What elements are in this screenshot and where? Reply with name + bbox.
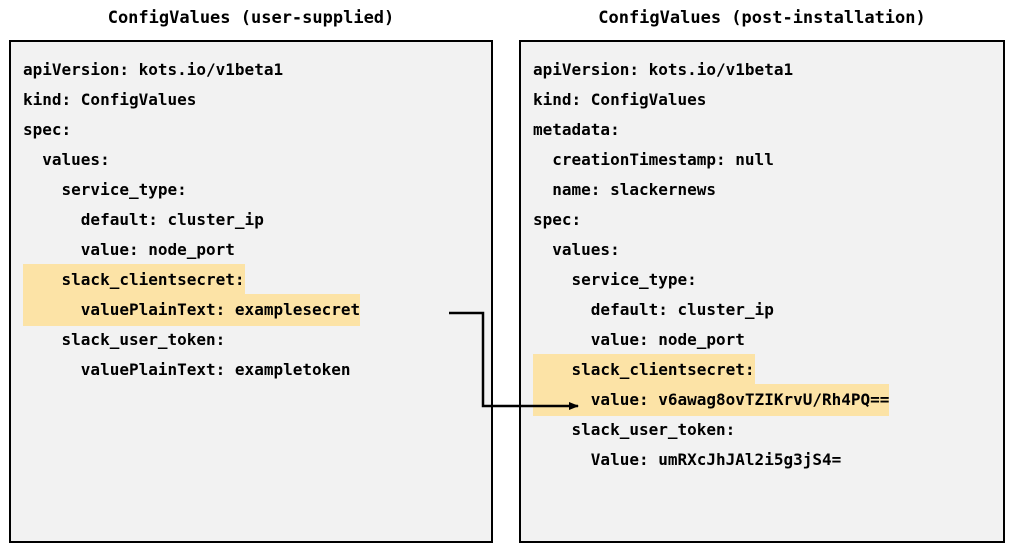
yaml-line-text: kind: ConfigValues bbox=[533, 90, 707, 109]
yaml-line-text: service_type: bbox=[23, 180, 187, 199]
yaml-line-text: valuePlainText: examplesecret bbox=[23, 294, 361, 326]
yaml-line: service_type: bbox=[11, 174, 491, 204]
yaml-line-text: values: bbox=[23, 150, 110, 169]
yaml-line: default: cluster_ip bbox=[11, 204, 491, 234]
yaml-line: name: slackernews bbox=[521, 174, 1003, 204]
yaml-line: apiVersion: kots.io/v1beta1 bbox=[11, 54, 491, 84]
yaml-line-text: default: cluster_ip bbox=[23, 210, 264, 229]
yaml-line-text: Value: umRXcJhJAl2i5g3jS4= bbox=[533, 450, 842, 469]
yaml-line-text: values: bbox=[533, 240, 620, 259]
yaml-line: values: bbox=[11, 144, 491, 174]
yaml-line: values: bbox=[521, 234, 1003, 264]
configvalues-panel-post-installation: apiVersion: kots.io/v1beta1 kind: ConfigV… bbox=[519, 40, 1005, 543]
yaml-line-text: name: slackernews bbox=[533, 180, 717, 199]
yaml-line-text: value: node_port bbox=[23, 240, 235, 259]
yaml-line-text: creationTimestamp: null bbox=[533, 150, 774, 169]
yaml-line: valuePlainText: examplesecret bbox=[11, 294, 491, 326]
yaml-line-text: kind: ConfigValues bbox=[23, 90, 197, 109]
yaml-line-text: slack_clientsecret: bbox=[533, 354, 755, 386]
yaml-line: slack_clientsecret: bbox=[11, 264, 491, 296]
yaml-line-text: metadata: bbox=[533, 120, 620, 139]
yaml-line: slack_user_token: bbox=[11, 324, 491, 354]
yaml-line: value: v6awag8ovTZIKrvU/Rh4PQ== bbox=[521, 384, 1003, 416]
yaml-line: Value: umRXcJhJAl2i5g3jS4= bbox=[521, 444, 1003, 474]
yaml-line: spec: bbox=[11, 114, 491, 144]
configvalues-panel-user-supplied: apiVersion: kots.io/v1beta1 kind: ConfigV… bbox=[9, 40, 493, 543]
panel-title-user-supplied: ConfigValues (user-supplied) bbox=[107, 8, 395, 28]
yaml-line-text: valuePlainText: exampletoken bbox=[23, 360, 351, 379]
yaml-code-block-post-installation: apiVersion: kots.io/v1beta1 kind: ConfigV… bbox=[521, 42, 1003, 474]
yaml-line: metadata: bbox=[521, 114, 1003, 144]
yaml-line-text: spec: bbox=[533, 210, 582, 229]
panel-title-post-installation: ConfigValues (post-installation) bbox=[598, 8, 926, 28]
yaml-line-text: default: cluster_ip bbox=[533, 300, 774, 319]
yaml-line: apiVersion: kots.io/v1beta1 bbox=[521, 54, 1003, 84]
yaml-line: service_type: bbox=[521, 264, 1003, 294]
yaml-line-text: apiVersion: kots.io/v1beta1 bbox=[533, 60, 794, 79]
yaml-line: kind: ConfigValues bbox=[11, 84, 491, 114]
yaml-line: default: cluster_ip bbox=[521, 294, 1003, 324]
yaml-line: value: node_port bbox=[11, 234, 491, 264]
yaml-line-text: apiVersion: kots.io/v1beta1 bbox=[23, 60, 284, 79]
yaml-line: kind: ConfigValues bbox=[521, 84, 1003, 114]
yaml-line-text: slack_user_token: bbox=[23, 330, 226, 349]
yaml-line: value: node_port bbox=[521, 324, 1003, 354]
yaml-line: valuePlainText: exampletoken bbox=[11, 354, 491, 384]
yaml-line-text: spec: bbox=[23, 120, 72, 139]
yaml-line: slack_clientsecret: bbox=[521, 354, 1003, 386]
yaml-line-text: service_type: bbox=[533, 270, 697, 289]
yaml-line-text: value: node_port bbox=[533, 330, 745, 349]
yaml-line: creationTimestamp: null bbox=[521, 144, 1003, 174]
yaml-line-text: slack_user_token: bbox=[533, 420, 736, 439]
yaml-line-text: value: v6awag8ovTZIKrvU/Rh4PQ== bbox=[533, 384, 890, 416]
yaml-code-block-user-supplied: apiVersion: kots.io/v1beta1 kind: ConfigV… bbox=[11, 42, 491, 384]
yaml-line: slack_user_token: bbox=[521, 414, 1003, 444]
yaml-line: spec: bbox=[521, 204, 1003, 234]
yaml-line-text: slack_clientsecret: bbox=[23, 264, 245, 296]
